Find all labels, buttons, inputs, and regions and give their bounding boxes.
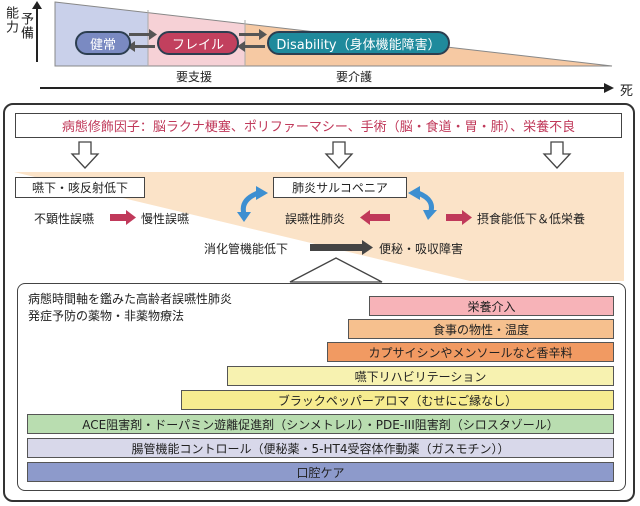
step-pepper-aroma: ブラックペッパーアロマ（むせにご縁なし）	[181, 390, 614, 410]
stage-healthy: 健常	[75, 31, 131, 55]
step-bowel-control: 腸管機能コントロール（便秘薬・5-HT4受容体作動薬（ガスモチン））	[27, 438, 614, 458]
aspiration-pneumonia: 誤嚥性肺炎	[285, 212, 346, 226]
step-spices: カプサイシンやメンソールなど香辛料	[327, 342, 614, 362]
pneumonia-sarcopenia-box: 肺炎サルコペニア	[273, 177, 407, 198]
chronic-aspiration: 慢性誤嚥	[141, 212, 190, 226]
digestive-decline: 消化管機能低下	[204, 242, 289, 256]
step-meal-texture: 食事の物性・温度	[348, 319, 614, 339]
stage-frailty: フレイル	[157, 31, 239, 55]
step-oral-care: 口腔ケア	[27, 462, 614, 482]
eating-decline-malnutrition: 摂食能低下＆低栄養	[477, 212, 586, 226]
step-nutrition: 栄養介入	[369, 296, 614, 316]
pyramid-title: 病態時間軸を鑑みた高齢者誤嚥性肺炎 発症予防の薬物・非薬物療法	[28, 292, 233, 323]
reserve-label: 予備	[18, 12, 33, 40]
constipation-malabsorption: 便秘・吸収障害	[379, 242, 464, 256]
silent-aspiration: 不顕性誤嚥	[34, 212, 95, 226]
step-swallow-rehab: 嚥下リハビリテーション	[227, 366, 614, 386]
death-label: 死	[620, 84, 634, 99]
care-support-label: 要支援	[176, 70, 213, 84]
step-drug-therapy: ACE阻害剤・ドーパミン遊離促進剤（シンメトレル）・PDE-III阻害剤（シロス…	[27, 414, 614, 434]
swallow-cough-box: 嚥下・咳反射低下	[15, 177, 145, 198]
care-need-label: 要介護	[336, 70, 373, 84]
modifier-factors-box: 病態修飾因子：脳ラクナ梗塞、ポリファーマシー、手術（脳・食道・胃・肺）、栄養不良	[15, 113, 622, 138]
stage-disability: Disability（身体機能障害）	[267, 31, 450, 55]
capacity-label: 能力	[3, 6, 18, 34]
